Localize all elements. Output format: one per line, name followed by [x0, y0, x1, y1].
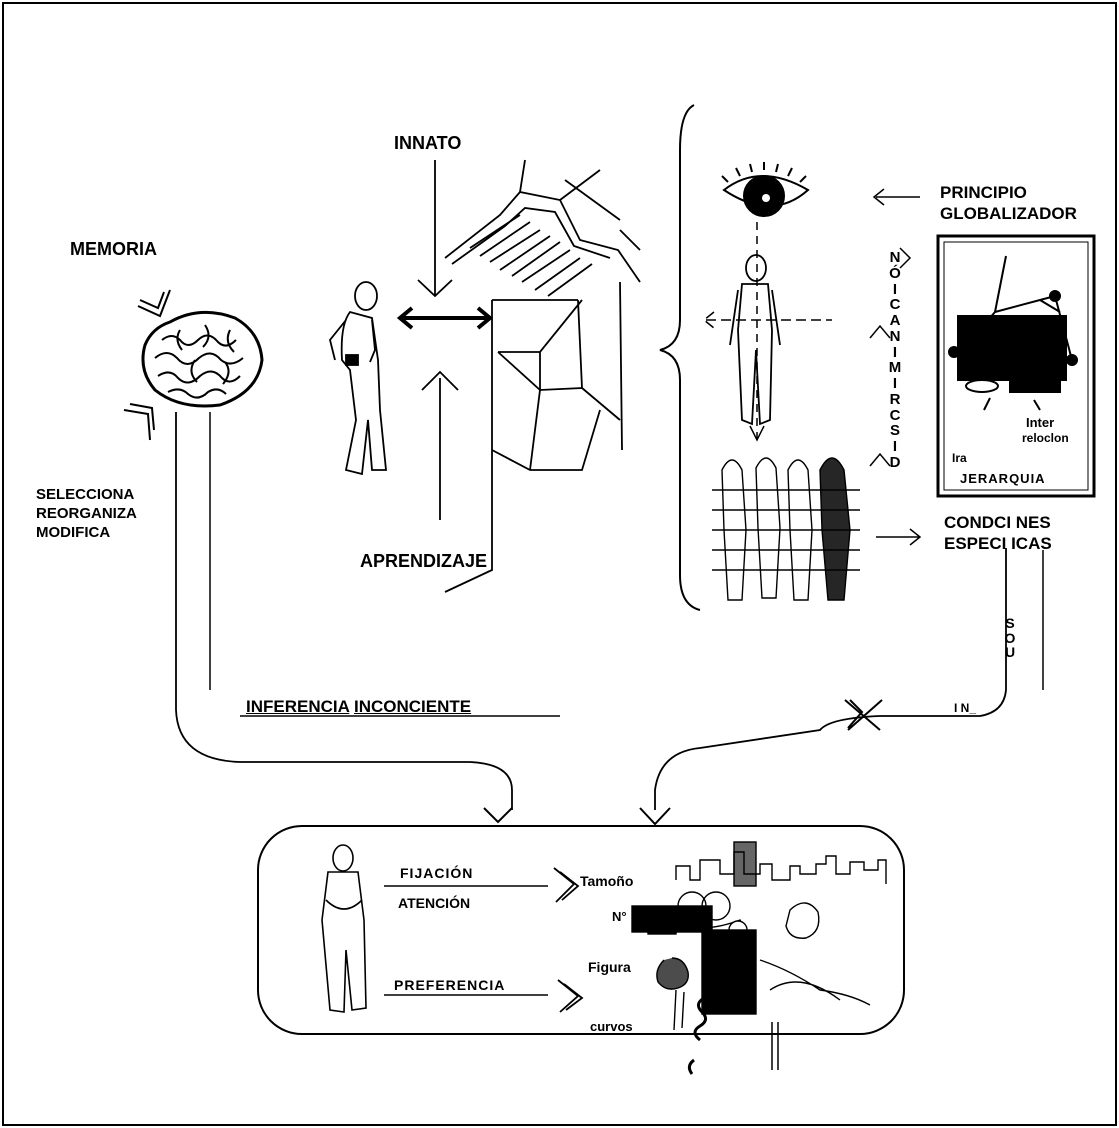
inferencia-label: INFERENCIA — [246, 697, 349, 716]
inferencia-inconciente-label: INFERENCIA INCONCIENTE — [246, 698, 471, 717]
eye-drawing — [722, 162, 808, 216]
principio-globalizador-label: PRINCIPIO GLOBALIZADOR — [940, 182, 1077, 225]
discriminacion-letter: I — [893, 345, 897, 361]
reloclon-label: reloclon — [1022, 432, 1069, 445]
aprendizaje-label: APRENDIZAJE — [360, 552, 487, 572]
globalizador-label: GLOBALIZADOR — [940, 203, 1077, 224]
usos-letter: S — [1005, 616, 1014, 631]
room-perspective-drawing — [445, 160, 640, 592]
figura-chevron — [558, 980, 582, 1012]
memoria-arrow — [138, 290, 170, 316]
cross-mark — [845, 700, 882, 730]
discriminacion-letter: R — [890, 392, 901, 408]
discriminacion-letter: C — [890, 408, 901, 424]
tamano-chevron — [554, 868, 578, 902]
usos-letter: U — [1005, 645, 1015, 660]
principio-left-arrow — [874, 189, 920, 205]
discriminacion-letter: A — [890, 313, 901, 329]
figura-label: Figura — [588, 960, 631, 975]
skyline-drawing — [676, 842, 886, 886]
double-arrow — [400, 308, 490, 328]
curvos-label: curvos — [590, 1020, 633, 1034]
merge-arrow-right — [640, 808, 670, 824]
tamano-label: Tamoño — [580, 874, 633, 889]
crowd-drawing — [712, 458, 860, 600]
discriminacion-letter: I — [893, 282, 897, 298]
horizontal-measure-arrow — [704, 312, 832, 328]
fijacion-label: FIJACIÓN — [400, 866, 473, 881]
especificas-label: ESPECI ICAS — [944, 533, 1052, 554]
numero-label: N° — [612, 910, 627, 924]
selecciona-label: SELECCIONA — [36, 486, 137, 505]
jerarquia-label: JERARQUIA — [960, 472, 1046, 486]
discriminacion-letter: N — [890, 250, 901, 266]
globalizador-network-drawing — [949, 256, 1077, 410]
perception-box — [258, 826, 904, 1034]
usos-letter: O — [1005, 631, 1016, 646]
thinking-person-figure — [322, 845, 366, 1012]
discriminacion-letter: C — [890, 297, 901, 313]
innato-arrow — [418, 160, 452, 296]
memoria-label: MEMORIA — [70, 240, 157, 260]
preferencia-label: PREFERENCIA — [394, 978, 505, 993]
discriminacion-letter: S — [890, 423, 900, 439]
aprendizaje-arrow — [422, 372, 458, 520]
vertical-bar — [772, 1022, 778, 1070]
discriminacion-letter: Ó — [889, 266, 901, 282]
brain-drawing — [143, 312, 262, 406]
reorganiza-label: REORGANIZA — [36, 505, 137, 524]
condiciones-especificas-label: CONDCI NES ESPECI ICAS — [944, 512, 1052, 555]
page-frame — [3, 3, 1116, 1125]
standing-person-figure — [330, 282, 386, 474]
merge-arrow-left — [484, 808, 512, 822]
discriminacion-letter: I — [893, 376, 897, 392]
left-loop-line — [176, 412, 512, 810]
usos-bottom-label: I N_ — [954, 702, 976, 715]
condiciones-right-arrow — [876, 529, 920, 545]
modifica-label: MODIFICA — [36, 524, 137, 543]
discriminacion-letter: D — [890, 455, 901, 471]
atencion-label: ATENCIÓN — [398, 896, 470, 911]
discriminacion-letter: M — [889, 360, 902, 376]
jerarquia-prefix-label: Ira — [952, 452, 967, 465]
people-sketch — [632, 892, 870, 1030]
seleccion-labels: SELECCIONA REORGANIZA MODIFICA — [36, 486, 137, 542]
curly-bracket — [660, 105, 700, 610]
inter-label: Inter — [1026, 416, 1054, 430]
principio-label: PRINCIPIO — [940, 182, 1077, 203]
innato-label: INNATO — [394, 134, 461, 154]
measured-person-figure — [730, 255, 780, 424]
condiciones-label: CONDCI NES — [944, 512, 1052, 533]
discriminacion-letter: I — [893, 439, 897, 455]
discriminacion-letter: N — [890, 329, 901, 345]
seleccion-arrow — [124, 404, 154, 440]
inconciente-label: INCONCIENTE — [354, 697, 471, 716]
